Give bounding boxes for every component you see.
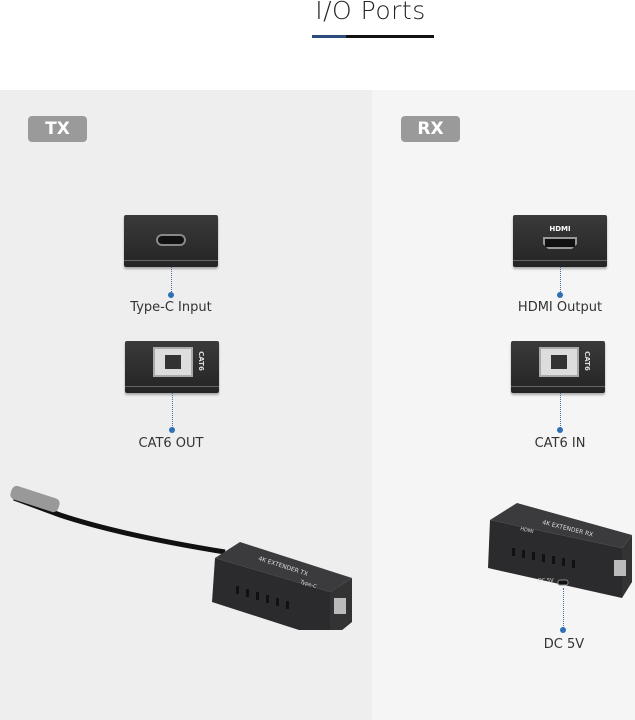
cat6-in-label: CAT6 IN <box>534 436 586 451</box>
connector-dot <box>168 292 174 298</box>
tx-badge: TX <box>28 116 87 142</box>
hdmi-output-label: HDMI Output <box>517 300 603 315</box>
device-port-label: DC 5V <box>538 578 554 584</box>
rx-panel <box>372 90 635 720</box>
tx-extender-device: 4K EXTENDER TX Type-C <box>10 485 352 630</box>
rj45-port-icon <box>153 347 193 377</box>
cat6-out-label: CAT6 OUT <box>138 436 204 451</box>
cat6-module-text: CAT6 <box>582 351 591 371</box>
typec-port-module <box>124 215 218 267</box>
device-port-label: HDMI <box>520 526 534 535</box>
rx-extender-device: 4K EXTENDER RX HDMI DC 5V <box>488 503 632 598</box>
rx-badge: RX <box>401 116 460 142</box>
cat6-out-module: CAT6 <box>125 341 219 393</box>
device-port-label: Type-C <box>298 579 317 590</box>
connector-dot <box>560 627 566 633</box>
typec-port-icon <box>156 234 186 246</box>
typec-input-label: Type-C Input <box>130 300 212 315</box>
typec-plug <box>10 485 60 513</box>
cat6-module-text: CAT6 <box>196 351 205 371</box>
page-title: I/O Ports <box>315 0 426 25</box>
connector-dot <box>169 427 175 433</box>
cat6-in-module: CAT6 <box>511 341 605 393</box>
title-underline <box>312 35 434 38</box>
rj45-port-icon <box>539 347 579 377</box>
cable <box>13 495 226 555</box>
dc-5v-label: DC 5V <box>543 637 585 652</box>
connector-dot <box>557 292 563 298</box>
hdmi-module-text: HDMI <box>549 225 571 233</box>
hdmi-port-icon <box>543 237 577 249</box>
connector-dot <box>557 427 563 433</box>
hdmi-port-module: HDMI <box>513 215 607 267</box>
